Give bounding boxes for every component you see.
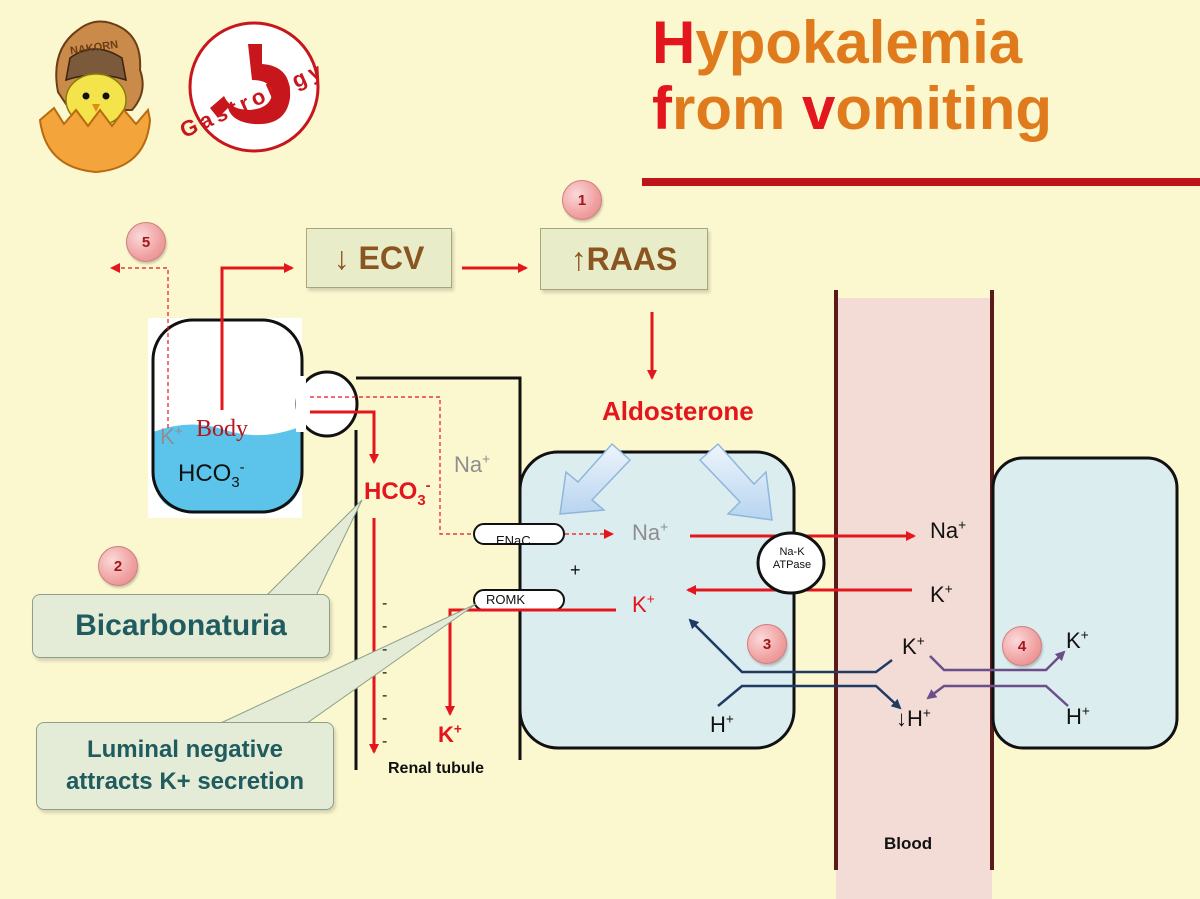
k-right-cell-label: K+ [1066,627,1089,653]
k-secretion-arrow [445,608,616,716]
hco3-tubule-label: HCO3- [364,478,431,509]
hco3-into-tubule-arrow [310,410,379,464]
aldosterone-arrow-right [698,442,773,521]
title-underline [642,178,1200,186]
raas-box: ↑RAAS [540,228,708,290]
title-line2-rest: omiting [835,75,1053,142]
renal-tubule-outer [356,376,522,760]
minus-sign: - [382,618,388,635]
bicarbonaturia-callout: Bicarbonaturia [32,594,330,658]
na-k-atpase-label: Na-K ATPase [772,546,812,571]
body-label: Body [196,416,249,442]
plus-sign: + [570,560,581,580]
badge-2: 2 [98,546,138,586]
k-h-exchange-k-arrow [688,618,893,674]
luminal-callout-line1: Luminal negative [86,736,284,763]
na-cell-label: Na+ [632,519,669,545]
title-line1-rest: ypokalemia [695,9,1023,76]
page-title: Hypokalemia from vomiting [652,10,1192,142]
aldosterone-arrow-left [559,442,632,515]
minus-sign: - [382,710,388,727]
ecv-box: ↓ ECV [306,228,452,288]
k-cell-label: K+ [632,591,655,617]
badge-1: 1 [562,180,602,220]
minus-sign: - [382,733,388,750]
hco3-body-label: HCO3- [178,460,245,491]
enac-label: ENaC [496,533,531,548]
h-blood-label: ↓H+ [896,705,931,731]
minus-sign: - [382,664,388,681]
k-lumen-label: K+ [438,721,462,747]
aldosterone-label: Aldosterone [602,396,754,426]
minus-sign: - [382,687,388,704]
k-shift-arrow [929,650,1066,672]
badge-5: 5 [126,222,166,262]
title-line2-mid: rom [671,75,803,142]
k-loss-dashed-arrow [110,263,169,428]
minus-sign: - [382,595,388,612]
body-fluid [153,424,302,512]
luminal-callout-line2: attracts K+ secretion [65,768,305,795]
k-gray-label: K+ [160,423,183,449]
luminal-negative-callout: Luminal negative attracts K+ secretion [36,722,334,810]
luminal-negative-signs: - - - - - - - [382,592,387,753]
outlet-mask [296,376,306,432]
badge-4: 4 [1002,626,1042,666]
renal-tubule-label: Renal tubule [388,760,485,777]
title-initial-h: H [652,9,696,76]
title-initial-v: v [802,75,836,142]
k-exchange-label: K+ [902,633,925,659]
blood-label: Blood [884,834,933,853]
romk-label: ROMK [486,592,525,607]
na-k-atpase-pump [756,531,826,595]
enac-channel [473,523,565,545]
k-h-exchange-h-arrow [717,684,902,710]
title-initial-f: f [652,75,672,142]
blood-vessel [836,298,992,899]
na-tubule-label: Na+ [454,451,491,477]
nakorn-logo [38,20,152,174]
gastrology-logo [188,21,320,153]
badge-3: 3 [747,624,787,664]
k-blood-label: K+ [930,581,953,607]
h-cell-label: H+ [710,711,734,737]
h-shift-arrow [926,684,1069,707]
h-right-cell-label: H+ [1066,703,1090,729]
body-to-ecv-arrow [220,263,294,410]
na-blood-label: Na+ [930,517,967,543]
right-cell [991,456,1179,750]
minus-sign: - [382,641,388,658]
